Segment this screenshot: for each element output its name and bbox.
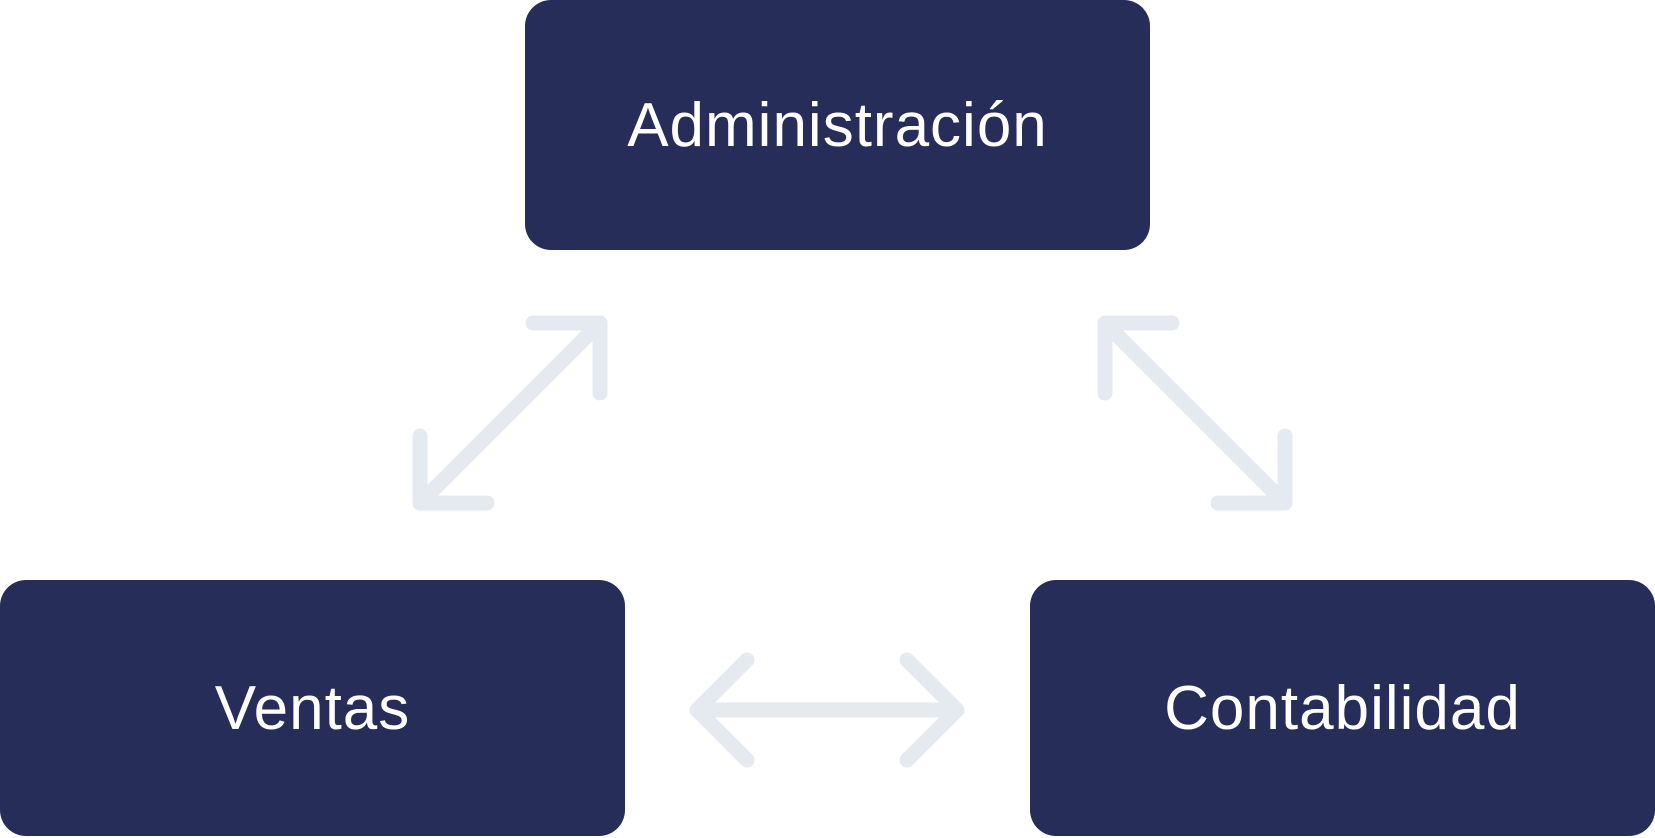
node-ventas-label: Ventas [214, 673, 411, 743]
arrow-ventas-contabilidad [689, 652, 965, 768]
node-administracion-label: Administración [627, 90, 1048, 160]
node-ventas: Ventas [0, 580, 625, 836]
node-contabilidad: Contabilidad [1030, 580, 1655, 836]
arrow-administracion-contabilidad [1097, 315, 1293, 511]
node-contabilidad-label: Contabilidad [1164, 673, 1521, 743]
arrow-ventas-administracion [412, 315, 608, 511]
node-administracion: Administración [525, 0, 1150, 250]
